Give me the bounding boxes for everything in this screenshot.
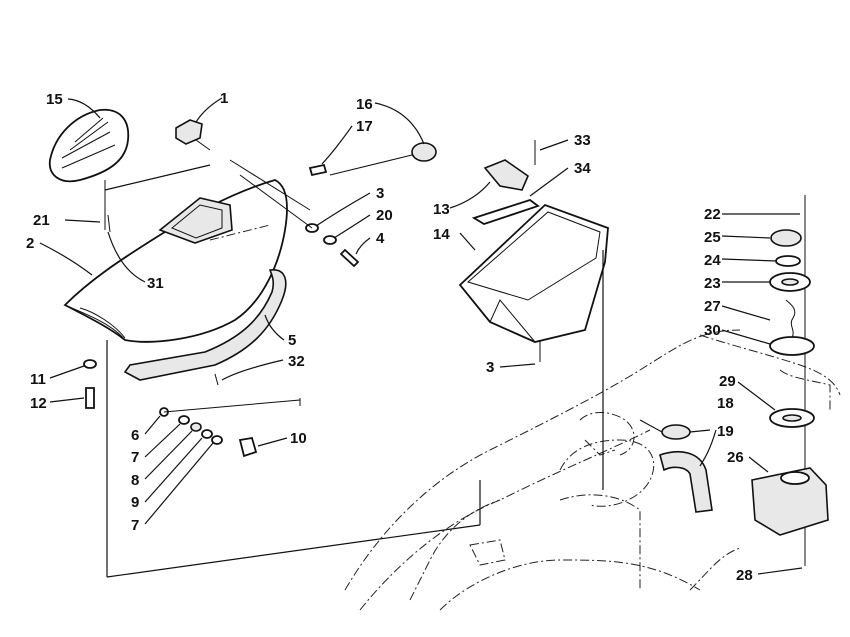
box-latch-part (471, 140, 540, 225)
cable-part (229, 142, 437, 211)
callout-16: 16 (356, 96, 373, 113)
callout-13: 13 (433, 201, 450, 218)
callout-17: 17 (356, 118, 373, 135)
leader-lines (39, 97, 803, 575)
callout-10: 10 (290, 430, 307, 447)
callout-28: 28 (736, 567, 753, 584)
callout-labels: 15 1 16 17 3 20 4 21 2 31 5 32 11 12 6 1… (26, 90, 753, 584)
callout-19: 19 (717, 423, 734, 440)
callout-8: 8 (131, 472, 139, 489)
seat-hardware (239, 174, 360, 268)
callout-26: 26 (727, 449, 744, 466)
callout-4: 4 (376, 230, 385, 247)
callout-7-upper: 7 (131, 449, 139, 466)
seat-shell-part (63, 179, 288, 343)
left-hardware (83, 340, 481, 578)
stacked-hardware (159, 398, 301, 458)
callout-12: 12 (30, 395, 47, 412)
callout-18: 18 (717, 395, 734, 412)
callout-14: 14 (433, 226, 450, 243)
callout-23: 23 (704, 275, 721, 292)
callout-20: 20 (376, 207, 393, 224)
callout-25: 25 (704, 229, 721, 246)
callout-6: 6 (131, 427, 139, 444)
callout-27: 27 (704, 298, 721, 315)
callout-3-lower: 3 (486, 359, 494, 376)
chassis-outline (344, 329, 841, 611)
callout-33: 33 (574, 132, 591, 149)
callout-34: 34 (574, 160, 591, 177)
callout-15: 15 (46, 91, 63, 108)
storage-box-part (458, 203, 609, 490)
callout-31: 31 (147, 275, 164, 292)
callout-1: 1 (220, 90, 228, 107)
callout-29: 29 (719, 373, 736, 390)
callout-7-lower: 7 (131, 517, 139, 534)
tether-part (104, 164, 211, 233)
callout-2: 2 (26, 235, 34, 252)
callout-3-upper: 3 (376, 185, 384, 202)
callout-21: 21 (33, 212, 50, 229)
callout-22: 22 (704, 206, 721, 223)
hose-part (639, 419, 713, 513)
seat-rail-part (123, 269, 287, 386)
callout-5: 5 (288, 332, 296, 349)
callout-32: 32 (288, 353, 305, 370)
fuel-cap-assembly (751, 195, 829, 566)
callout-11: 11 (30, 371, 46, 388)
callout-24: 24 (704, 252, 721, 269)
callout-30: 30 (704, 322, 721, 339)
latch-part (175, 119, 211, 151)
callout-9: 9 (131, 494, 139, 511)
seat-pad-part (48, 108, 130, 183)
